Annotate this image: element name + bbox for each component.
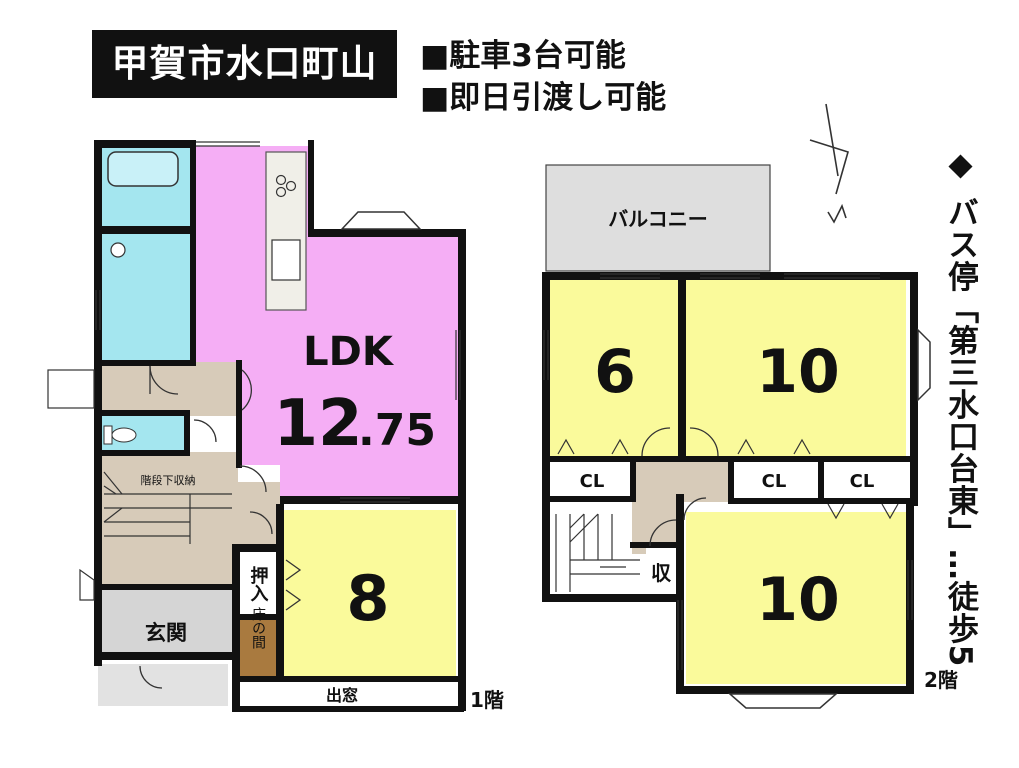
stove-icon: [275, 186, 287, 198]
closet-2f-a: [552, 462, 630, 498]
floor-2-plan: バルコニー: [542, 164, 931, 709]
floor-1-plan: LDK 12 .75 8 階段下収納 玄関 出窓 押入 床の間: [47, 140, 466, 712]
hallway-upper: [100, 362, 238, 416]
closet-label-c: CL: [850, 471, 875, 492]
utility-door-step: [47, 369, 95, 409]
kitchen-counter: [265, 151, 307, 311]
compass-north-icon: [809, 103, 849, 224]
ldk-room: [192, 146, 460, 500]
bus-stop-info: バス停「第三水口台東」…徒歩5: [938, 152, 988, 667]
closet-label-a: CL: [580, 471, 605, 492]
floor-2-walls: [542, 272, 918, 694]
room-6-size: 6: [594, 337, 636, 407]
floor-1-label: 1階: [470, 688, 504, 712]
bedroom-10-upper: [686, 280, 906, 456]
closet-label-1f: 押入: [248, 565, 269, 602]
entrance-area: [100, 590, 235, 652]
location-title: 甲賀市水口町山: [111, 42, 378, 85]
alcove-label: 床の間: [250, 607, 266, 650]
stove-icon: [285, 180, 297, 192]
location-banner: [92, 30, 397, 98]
sink-icon: [271, 239, 301, 281]
floor-2-windows: [543, 273, 913, 670]
entrance-porch: [98, 664, 228, 706]
bus-stop-text: バス停「第三水口台東」…徒歩5: [942, 196, 978, 668]
bathtub-icon: [107, 151, 179, 187]
bay-window-label: 出窓: [326, 686, 358, 705]
balcony: [545, 164, 771, 272]
floor-1-doors: [139, 365, 302, 689]
alcove: [238, 620, 280, 676]
entrance-window: [79, 568, 95, 601]
closet-1f: [238, 552, 280, 614]
balcony-label: バルコニー: [608, 207, 708, 231]
bay-window-ldk: [340, 211, 422, 230]
bedroom-10-lower: [686, 512, 906, 684]
washbasin-icon: [110, 242, 126, 258]
entrance-label: 玄関: [145, 621, 187, 645]
floor-2-label: 2階: [924, 668, 958, 692]
closet-2f-b: [734, 462, 818, 498]
bedroom-6: [548, 280, 678, 456]
stove-icon: [275, 174, 287, 186]
storage-2f: [646, 548, 676, 592]
bedroom-8: [284, 510, 456, 678]
ldk-size-decimal: .75: [358, 405, 436, 456]
feature-parking: ■駐車3台可能: [420, 38, 626, 74]
floor-2-doors: [641, 427, 719, 547]
bay-window-area: [238, 680, 460, 708]
room-10-upper-size: 10: [756, 337, 840, 407]
floor-2-closet-doors: [557, 438, 899, 520]
bay-window-2f-bottom: [728, 693, 838, 709]
toilet-tank-icon: [103, 425, 113, 445]
bay-window-2f-right: [917, 328, 931, 402]
feature-handover: ■即日引渡し可能: [420, 80, 667, 116]
toilet-icon: [111, 427, 137, 443]
storage-under-stairs-label: 階段下収納: [141, 473, 196, 487]
stairs-1f: [103, 471, 232, 544]
floor-1-walls: [94, 140, 466, 712]
room-10-lower-size: 10: [756, 565, 840, 635]
closet-label-b: CL: [762, 471, 787, 492]
hallway-mid: [100, 452, 238, 482]
room-8-size: 8: [346, 562, 389, 635]
floor-1-windows: [95, 141, 461, 503]
closet-2f-c: [824, 462, 902, 498]
stairs-2f: [555, 513, 640, 592]
ldk-size: 12: [273, 387, 362, 461]
storage-label-2f: 収: [651, 561, 672, 585]
ldk-label: LDK: [303, 329, 395, 375]
